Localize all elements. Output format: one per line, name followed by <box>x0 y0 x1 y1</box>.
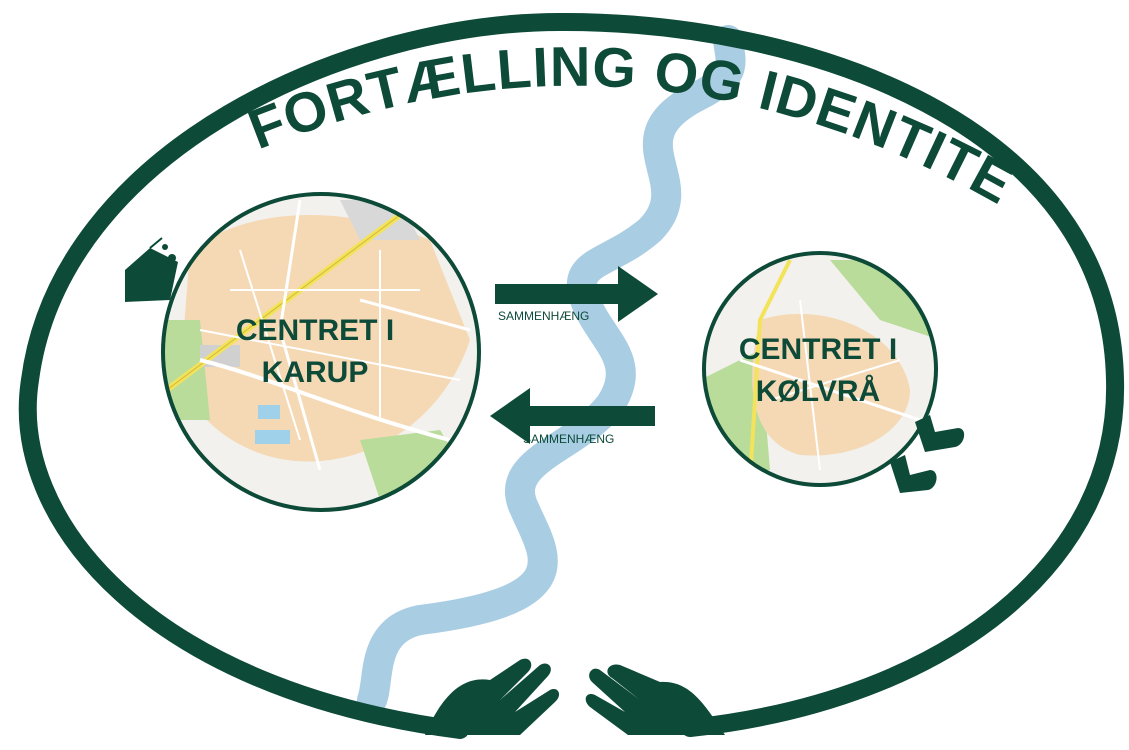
right-hand-icon <box>585 664 725 735</box>
karup-label-line1: CENTRET I <box>236 314 394 347</box>
arrow-right <box>495 266 658 322</box>
kolvra-label-line2: KØLVRÅ <box>756 375 880 408</box>
karup-label-line2: KARUP <box>262 356 369 389</box>
walking-legs-icon <box>890 415 965 493</box>
arrow-left <box>490 388 655 444</box>
arrow-bottom-label: SAMMENHÆNG <box>523 432 614 446</box>
outer-ellipse <box>18 12 1125 739</box>
graduation-hat-icon <box>125 237 178 302</box>
river <box>357 25 746 715</box>
karup-map-circle <box>161 192 481 512</box>
arrow-top-label: SAMMENHÆNG <box>498 309 589 323</box>
kolvra-label-line1: CENTRET I <box>739 333 897 366</box>
left-hand-icon <box>425 658 560 735</box>
kolvra-map-circle <box>702 251 938 487</box>
